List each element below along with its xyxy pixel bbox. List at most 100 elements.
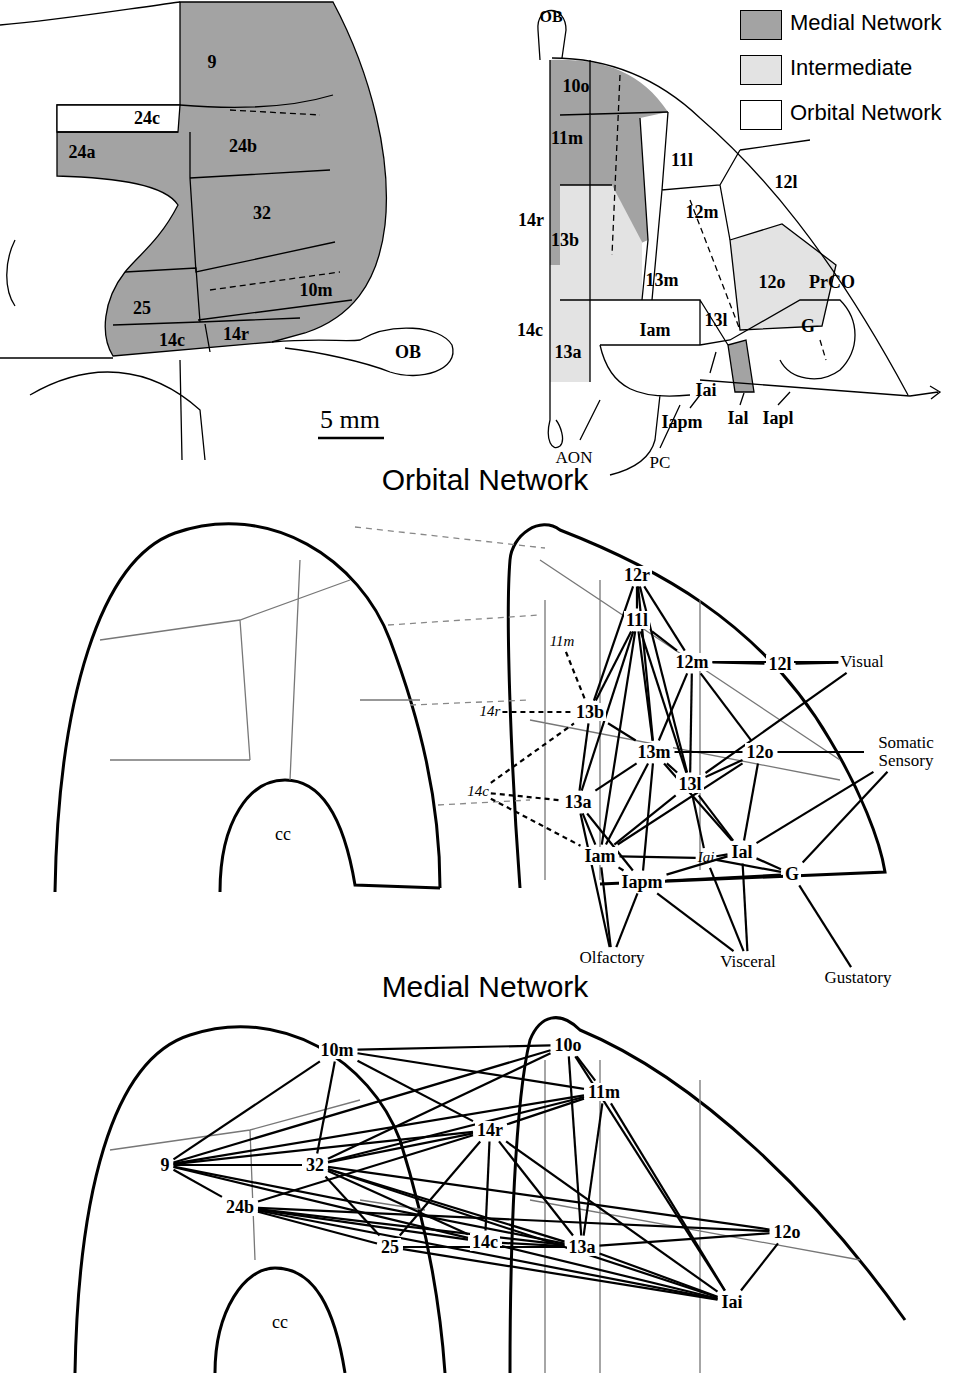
- connection-line: [400, 1141, 480, 1235]
- area-label: 11m: [551, 129, 583, 148]
- connection-line: [799, 885, 851, 967]
- region-label: cc: [275, 824, 291, 845]
- legend-swatch: [740, 10, 782, 40]
- area-label: 13b: [551, 231, 579, 250]
- area-name: 10m: [321, 1041, 354, 1060]
- brain-outline: [0, 240, 205, 460]
- area-label: 9: [159, 1156, 172, 1175]
- area-name: 14c: [467, 784, 489, 800]
- area-name: 32: [253, 204, 271, 223]
- connection-line: [652, 631, 677, 650]
- panel-title: Orbital Network: [382, 463, 589, 497]
- brain-outline: [220, 780, 440, 892]
- area-name: 14r: [518, 211, 544, 230]
- area-label: 10m: [319, 1041, 356, 1060]
- area-name: G: [785, 865, 799, 884]
- area-name: Iai: [698, 850, 715, 866]
- brain-outline: [560, 185, 728, 345]
- area-label: Iapm: [619, 873, 664, 892]
- connection-line: [618, 763, 743, 844]
- connection-line: [328, 1053, 551, 1159]
- area-name: Iapm: [661, 413, 702, 432]
- connection-line: [258, 1210, 717, 1299]
- area-label: Iapm: [661, 413, 702, 432]
- area-label: 12o: [772, 1223, 803, 1242]
- area-label: 12o: [745, 743, 776, 762]
- area-label: 13l: [704, 311, 727, 330]
- input-label: Visual: [840, 653, 883, 671]
- connection-line: [595, 763, 636, 790]
- legend-swatch: [740, 100, 782, 130]
- connection-line: [502, 1246, 717, 1298]
- area-label: 32: [304, 1156, 326, 1175]
- connection-line: [174, 1050, 551, 1162]
- connection-line: [667, 875, 781, 881]
- area-label: 12l: [774, 173, 797, 192]
- connection-line: [174, 1061, 320, 1159]
- area-name: 12o: [759, 273, 786, 292]
- area-name: 14c: [517, 321, 543, 340]
- brain-outline: [57, 2, 386, 356]
- connection-line: [606, 763, 648, 844]
- connection-line: [699, 795, 733, 840]
- connection-line: [174, 1167, 469, 1238]
- area-label: Iai: [698, 850, 715, 866]
- brain-outline: [55, 524, 440, 892]
- area-label: 12m: [674, 653, 711, 672]
- legend-text: Intermediate: [790, 55, 912, 81]
- area-name: Visual: [840, 653, 883, 671]
- area-label: 25: [133, 299, 151, 318]
- brain-outline: [530, 560, 840, 880]
- area-label: 14r: [223, 325, 249, 344]
- connection-line: [569, 1056, 581, 1235]
- area-label: 13b: [574, 703, 606, 722]
- legend-text: Orbital Network: [790, 100, 942, 126]
- area-name: 13a: [555, 343, 582, 362]
- connection-line: [659, 673, 687, 740]
- connection-line: [506, 1141, 717, 1291]
- area-label: 11m: [586, 1083, 622, 1102]
- region-label: PC: [650, 453, 671, 473]
- connection-line: [692, 795, 703, 848]
- connection-line: [778, 751, 865, 753]
- area-label: 11l: [671, 151, 693, 170]
- connection-line: [620, 856, 696, 857]
- region-label: OB: [395, 342, 421, 363]
- area-name: 9: [161, 1156, 170, 1175]
- area-label: Iai: [695, 381, 716, 400]
- area-label: 14r: [480, 704, 501, 720]
- area-name: 13m: [646, 271, 679, 290]
- legend-swatch: [740, 55, 782, 85]
- connection-line: [502, 1243, 565, 1246]
- connection-line: [566, 652, 585, 701]
- connection-line: [644, 586, 685, 650]
- area-name: 9: [208, 53, 217, 72]
- brain-outline: [600, 300, 855, 379]
- connection-line: [757, 772, 874, 843]
- area-name: 13l: [704, 311, 727, 330]
- brain-outline: [0, 2, 940, 1373]
- input-label: Somatic Sensory: [866, 734, 946, 770]
- area-name: Visceral: [720, 953, 776, 971]
- brain-outline: [550, 265, 590, 382]
- area-label: 14c: [467, 784, 489, 800]
- area-label: Iai: [719, 1293, 744, 1312]
- area-label: Iam: [583, 847, 618, 866]
- input-label: Gustatory: [824, 969, 891, 987]
- area-name: 11m: [550, 634, 575, 650]
- area-name: 11m: [588, 1083, 620, 1102]
- connection-line: [600, 1253, 718, 1296]
- area-label: 13m: [636, 743, 673, 762]
- area-label: 12r: [622, 566, 652, 585]
- area-name: 14c: [159, 331, 185, 350]
- area-name: 10o: [563, 77, 590, 96]
- area-label: PrCO: [809, 273, 855, 292]
- brain-outline: [113, 318, 300, 352]
- area-label: 10o: [553, 1036, 584, 1055]
- region-label: OB: [539, 8, 562, 26]
- area-label: 32: [253, 204, 271, 223]
- area-label: Ial: [727, 409, 748, 428]
- connection-line: [667, 856, 728, 874]
